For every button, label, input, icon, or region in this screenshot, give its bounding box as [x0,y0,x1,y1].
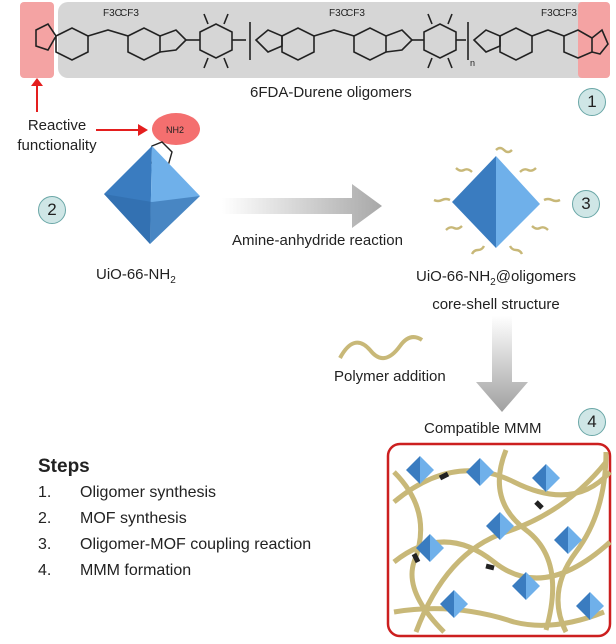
anhydride-highlight-left [20,2,54,78]
down-arrow [476,316,528,412]
polymer-chain-icon [338,335,424,360]
oligomer-caption: 6FDA-Durene oligomers [250,84,412,101]
step-badge-3: 3 [572,190,600,218]
step-num: 2. [38,510,52,527]
cf3-right-group-2: CF3 [346,8,365,19]
oligomer-skeleton [35,13,609,69]
core-shell-particle [433,146,561,255]
reactive-functionality-label: Reactive functionality [14,116,100,156]
steps-title: Steps [38,456,90,477]
step-badge-1: 1 [578,88,606,116]
repeat-subscript-n: n [470,58,475,68]
mof-particles [406,456,604,620]
reactive-arrows [31,78,148,136]
cf3-right-group: CF3 [120,8,139,19]
step-item-2: 2. MOF synthesis [38,510,311,536]
cf3-left-group-3: F3C [541,8,560,19]
product-line-1-pre: UiO-66-NH [415,268,491,285]
product-line-1-post: @oligomers [495,268,576,285]
polymer-network [392,449,612,634]
product-label: UiO-66-NH2@oligomers core-shell structur… [396,266,596,316]
mmm-membrane [386,442,612,638]
oligomer-structure: F3C CF3 F3C CF3 F3C CF3 n [20,2,610,78]
step-item-1: 1. Oligomer synthesis [38,484,311,510]
steps-list: 1. Oligomer synthesis 2. MOF synthesis 3… [38,484,311,588]
step-text: MMM formation [80,562,192,579]
reaction-arrow [222,184,382,228]
step-num: 4. [38,562,52,579]
step-num: 3. [38,536,52,553]
oligomer-shell [433,146,561,255]
mof-name: UiO-66-NH2 [96,266,176,286]
polymer-dark-segments [411,471,544,571]
uio-66-nh2-octahedron: NH2 [104,113,200,244]
reaction-label: Amine-anhydride reaction [232,232,403,249]
product-line-2: core-shell structure [432,296,560,313]
nh2-label: NH2 [166,125,184,135]
step-text: MOF synthesis [80,510,187,527]
nh2-highlight [152,113,200,145]
step-text: Oligomer synthesis [80,484,217,501]
reactive-line-1: Reactive [27,117,87,134]
cf3-left-group-2: F3C [329,8,348,19]
step-item-4: 4. MMM formation [38,562,311,588]
cf3-right-group-3: CF3 [558,8,577,19]
anhydride-highlight-right [578,2,610,78]
reactive-line-2: functionality [17,137,97,154]
step-badge-4: 4 [578,408,606,436]
step-badge-2: 2 [38,196,66,224]
oligomer-banner [58,2,598,78]
cf3-left-group: F3C [103,8,122,19]
mmm-label: Compatible MMM [424,420,542,437]
product-line-1: UiO-66-NH2@oligomers [396,266,596,294]
polymer-addition-label: Polymer addition [334,368,446,385]
step-num: 1. [38,484,52,501]
mof-name-sub: 2 [170,275,176,286]
mof-name-text: UiO-66-NH [96,266,171,283]
step-item-3: 3. Oligomer-MOF coupling reaction [38,536,311,562]
step-text: Oligomer-MOF coupling reaction [80,536,312,553]
product-line-1-sub: 2 [490,277,496,288]
